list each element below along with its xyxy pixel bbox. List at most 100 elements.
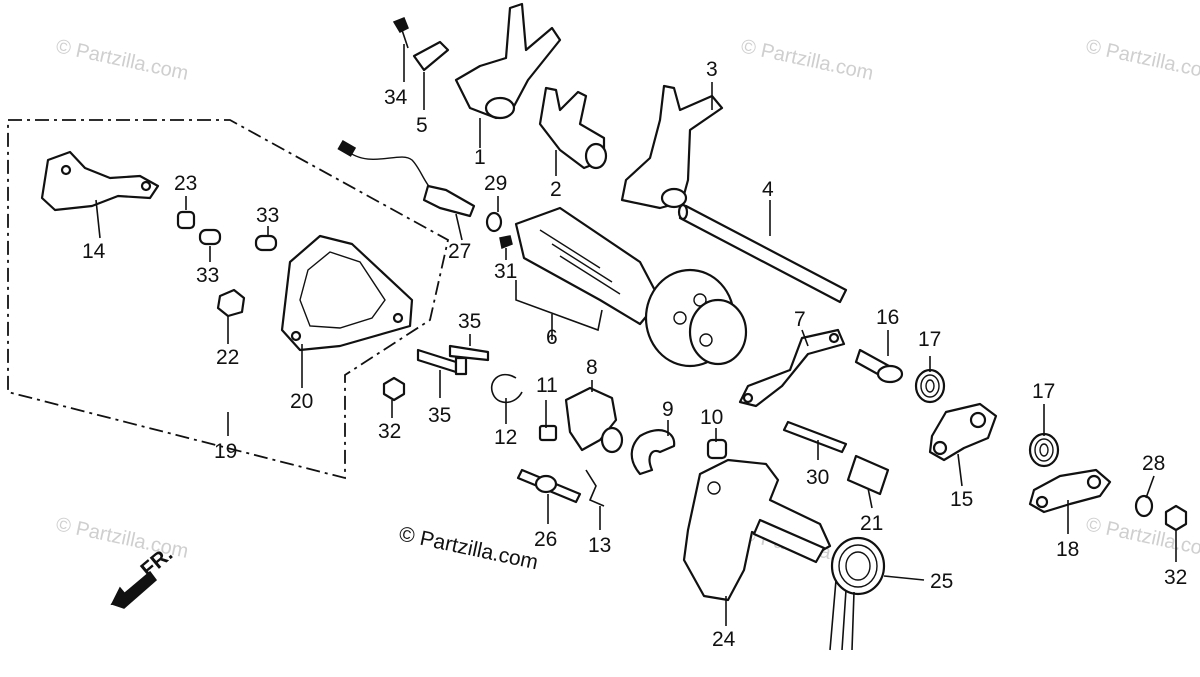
collar-10 <box>706 438 728 460</box>
fork-shaft-4-end <box>677 203 689 221</box>
callout-9: 9 <box>662 398 674 421</box>
circlip-12 <box>491 373 523 404</box>
nut-32 <box>1164 504 1188 532</box>
spring-17 <box>1028 432 1060 468</box>
callout-24: 24 <box>712 628 736 651</box>
bolt-35-head <box>454 356 468 376</box>
callout-12: 12 <box>494 426 517 449</box>
spindle-24-shaft <box>752 518 826 564</box>
callout-7: 7 <box>794 308 806 331</box>
shift-fork-3-boss <box>660 187 688 209</box>
shift-drum-6-pin <box>693 293 707 307</box>
callout-4: 4 <box>762 178 774 201</box>
callout-10: 10 <box>700 406 723 429</box>
callout-30: 30 <box>806 466 829 489</box>
shift-fork-3 <box>620 84 724 210</box>
shift-drum-6-pin <box>673 311 687 325</box>
callout-17: 17 <box>918 328 941 351</box>
switch-wire-27 <box>345 149 433 191</box>
callout-13: 13 <box>588 534 611 557</box>
plate-5 <box>412 40 450 72</box>
bracket-14-hole <box>60 164 72 176</box>
callout-33: 33 <box>256 204 279 227</box>
dowel-pin-33 <box>254 234 278 252</box>
front-direction-arrow-icon <box>110 570 158 609</box>
callout-11: 11 <box>536 374 558 397</box>
bracket-14-hole <box>140 180 152 192</box>
callout-35: 35 <box>428 404 451 427</box>
callout-22: 22 <box>216 346 239 369</box>
spring-13 <box>585 469 605 507</box>
diagram-credit: © Partzilla.com <box>397 522 540 574</box>
callout-32: 32 <box>378 420 401 443</box>
plate-20-serrated-edge <box>299 251 386 329</box>
callout-20: 20 <box>290 390 313 413</box>
collar-21 <box>846 454 890 496</box>
return-spring-25 <box>829 536 886 651</box>
pin-26-collar <box>534 474 558 494</box>
arm-18-hole <box>1086 474 1102 490</box>
bolt-35 <box>448 344 490 362</box>
washer-28 <box>1134 494 1154 518</box>
callout-5: 5 <box>416 114 428 137</box>
callout-2: 2 <box>550 178 562 201</box>
stopper-arm-7-hole <box>742 392 754 404</box>
callout-23: 23 <box>174 172 197 195</box>
callout-25: 25 <box>930 570 953 593</box>
arm-18-hole <box>1035 495 1049 509</box>
dowel-pin-33 <box>198 228 222 246</box>
callout-3: 3 <box>706 58 718 81</box>
bolt-16-sleeve <box>876 364 904 384</box>
arm-15-hole <box>932 440 948 456</box>
callout-6: 6 <box>546 326 558 349</box>
stopper-8-gear <box>600 426 624 454</box>
washer-29 <box>485 211 503 233</box>
callout-18: 18 <box>1056 538 1079 561</box>
shift-drum-6-star <box>688 298 748 366</box>
stopper-arm-7-hole <box>828 332 840 344</box>
rod-30 <box>782 420 848 454</box>
wire-connector <box>337 140 357 157</box>
assembly-outline-19 <box>7 119 450 480</box>
callout-17: 17 <box>1032 380 1055 403</box>
stopper-arm-7 <box>738 328 846 408</box>
callout-31: 31 <box>494 260 517 283</box>
shift-drum-6-grooves <box>539 229 621 295</box>
leader-lines <box>95 44 1177 626</box>
bolt-34 <box>392 17 409 33</box>
callout-15: 15 <box>950 488 973 511</box>
watermark: © Partzilla.com <box>739 35 875 85</box>
callout-29: 29 <box>484 172 507 195</box>
callout-21: 21 <box>860 512 883 535</box>
plate-20-hole <box>290 330 302 342</box>
callout-33: 33 <box>196 264 219 287</box>
bolt-34-shank <box>401 29 409 49</box>
callout-14: 14 <box>82 240 106 263</box>
callout-26: 26 <box>534 528 557 551</box>
callout-28: 28 <box>1142 452 1165 475</box>
plate-20-hole <box>392 312 404 324</box>
nut-32 <box>382 376 406 402</box>
bracket-14 <box>40 150 160 212</box>
shift-drum-6-pin <box>699 333 713 347</box>
spring-17 <box>914 368 946 404</box>
callout-19: 19 <box>214 440 237 463</box>
spindle-24-hole <box>707 481 721 495</box>
neutral-switch-27 <box>422 184 476 218</box>
pin-11 <box>538 424 558 442</box>
collar-23 <box>176 210 196 230</box>
bolt-31 <box>499 235 513 250</box>
shift-fork-1-boss <box>484 96 516 120</box>
watermark: © Partzilla.com <box>54 35 190 85</box>
callout-16: 16 <box>876 306 899 329</box>
callout-35: 35 <box>458 310 481 333</box>
callout-1: 1 <box>474 146 486 169</box>
callout-labels: 34 5 1 2 3 4 6 14 23 33 33 22 20 19 27 2… <box>82 58 1187 651</box>
shift-fork-2-boss <box>584 142 608 170</box>
arm-15-hole <box>969 411 987 429</box>
plate-9 <box>630 429 676 476</box>
callout-27: 27 <box>448 240 471 263</box>
callout-34: 34 <box>384 86 408 109</box>
callout-32: 32 <box>1164 566 1187 589</box>
